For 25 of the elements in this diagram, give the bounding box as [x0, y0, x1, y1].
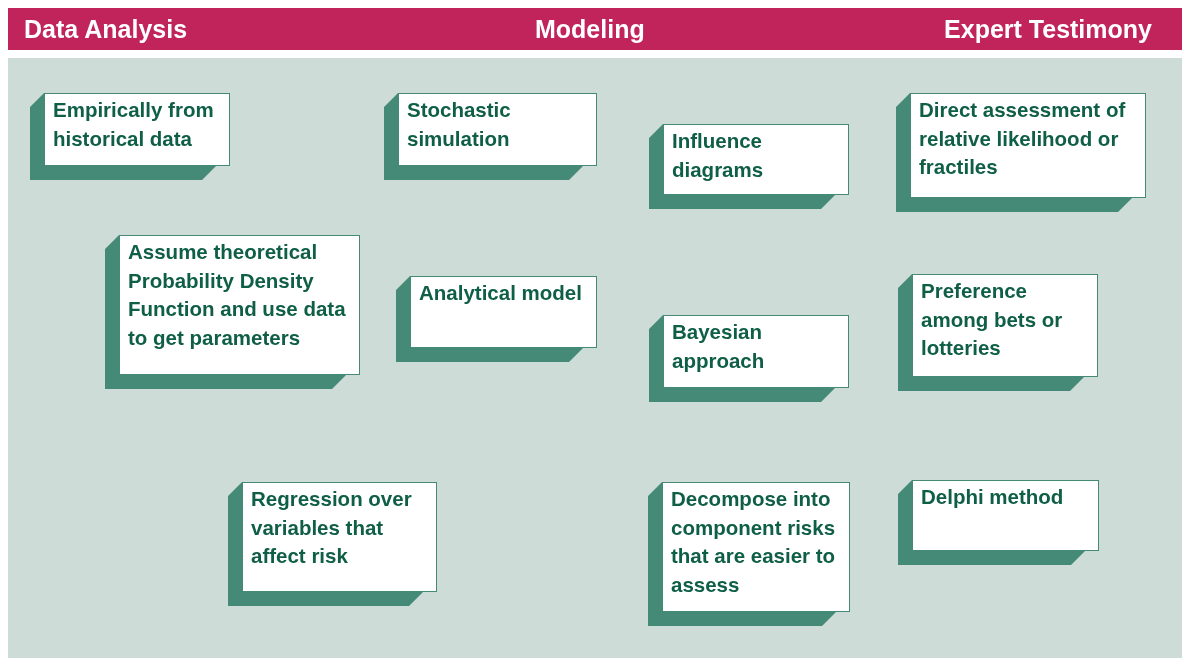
- box-text: Analytical model: [419, 280, 583, 306]
- beveled-box: [896, 93, 1146, 212]
- box-text: Direct assessment of relative likelihood or fractiles: [919, 97, 1127, 180]
- box-text: Empirically from historical data: [53, 97, 215, 152]
- beveled-box: [396, 276, 597, 362]
- box-text: Regression over variables that affect risk: [251, 486, 413, 569]
- column-heading: Data Analysis: [24, 14, 188, 44]
- box-text: Influence diagrams: [672, 128, 765, 183]
- beveled-box: [649, 124, 849, 209]
- beveled-box: [228, 482, 437, 606]
- beveled-box: [898, 480, 1099, 565]
- beveled-box: [384, 93, 597, 180]
- box-text: Bayesian approach: [672, 319, 766, 374]
- box-text: Stochastic simulation: [407, 97, 512, 152]
- beveled-box: [898, 274, 1098, 391]
- box-text: Delphi method: [921, 484, 1065, 510]
- beveled-box: [30, 93, 230, 180]
- box-text: Preference among bets or lotteries: [921, 278, 1064, 361]
- beveled-box: [648, 482, 850, 626]
- beveled-box: [649, 315, 849, 402]
- column-heading: Expert Testimony: [944, 14, 1152, 44]
- box-text: Assume theoretical Probability Density Function and use data to get parameters: [128, 239, 347, 351]
- box-text: Decompose into component risks that are easier to assess: [671, 486, 837, 598]
- beveled-box: [105, 235, 360, 389]
- column-heading: Modeling: [535, 14, 645, 44]
